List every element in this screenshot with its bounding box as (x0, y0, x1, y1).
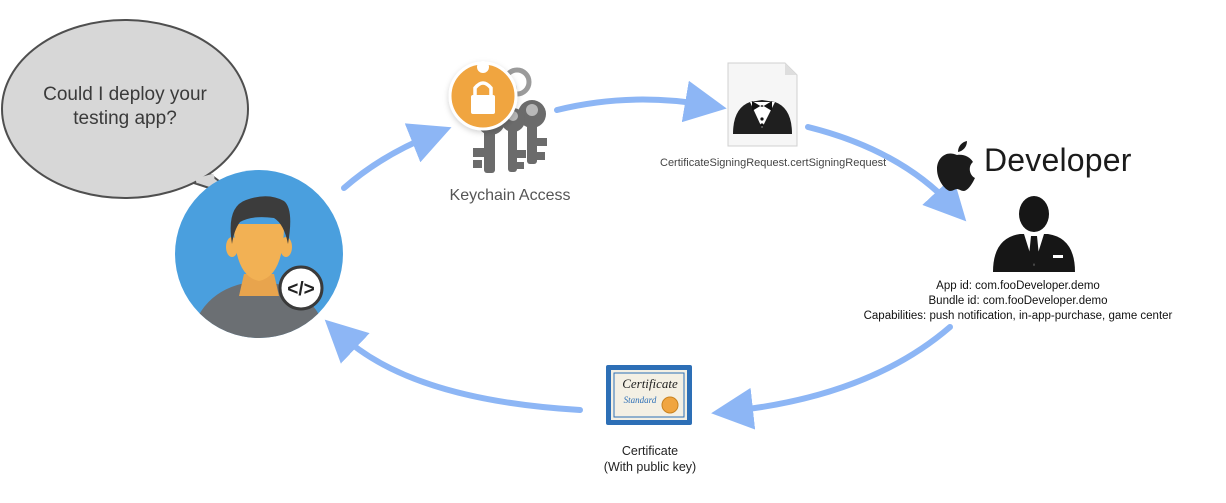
speech-line-1: Could I deploy your (43, 84, 207, 105)
certificate-label: Certificate (With public key) (560, 443, 740, 475)
speech-line-2: testing app? (73, 108, 177, 129)
speech-bubble-text: Could I deploy your testing app? (20, 83, 230, 131)
cert-doc-subtitle: Standard (624, 395, 657, 405)
code-icon: </> (287, 279, 314, 300)
apple-developer-brand: Developer (984, 142, 1132, 178)
arrow-certificate-to-user (324, 319, 583, 413)
developer-avatar (175, 170, 343, 338)
lock-icon (471, 95, 495, 114)
arrow-user-to-keychain (341, 123, 452, 191)
code-badge: </> (278, 265, 324, 311)
bundle-id-text: Bundle id: com.fooDeveloper.demo (928, 295, 1108, 307)
certificate-title: Certificate (621, 444, 679, 458)
keychain-icon (448, 61, 547, 173)
avatar-hair (230, 196, 291, 244)
apple-logo-icon (937, 141, 975, 191)
arrow-developer-to-certificate (711, 324, 953, 430)
flow-arrows (324, 80, 967, 430)
certificate-icon: Certificate Standard (606, 365, 692, 425)
businessman-icon (993, 196, 1075, 272)
arrow-keychain-to-csr (554, 80, 727, 123)
app-id-text: App id: com.fooDeveloper.demo (936, 280, 1100, 292)
csr-file-icon (727, 62, 798, 147)
app-registration-info: App id: com.fooDeveloper.demo Bundle id:… (848, 279, 1188, 324)
cert-doc-title: Certificate (622, 376, 678, 391)
certificate-subtitle: (With public key) (603, 460, 697, 474)
arrow-csr-to-developer (805, 124, 967, 222)
csr-label: CertificateSigningRequest.certSigningReq… (660, 157, 887, 169)
avatar-face (234, 224, 284, 281)
capabilities-text: Capabilities: push notification, in-app-… (863, 310, 1173, 322)
keychain-label: Keychain Access (449, 187, 571, 204)
cert-seal (661, 396, 679, 414)
